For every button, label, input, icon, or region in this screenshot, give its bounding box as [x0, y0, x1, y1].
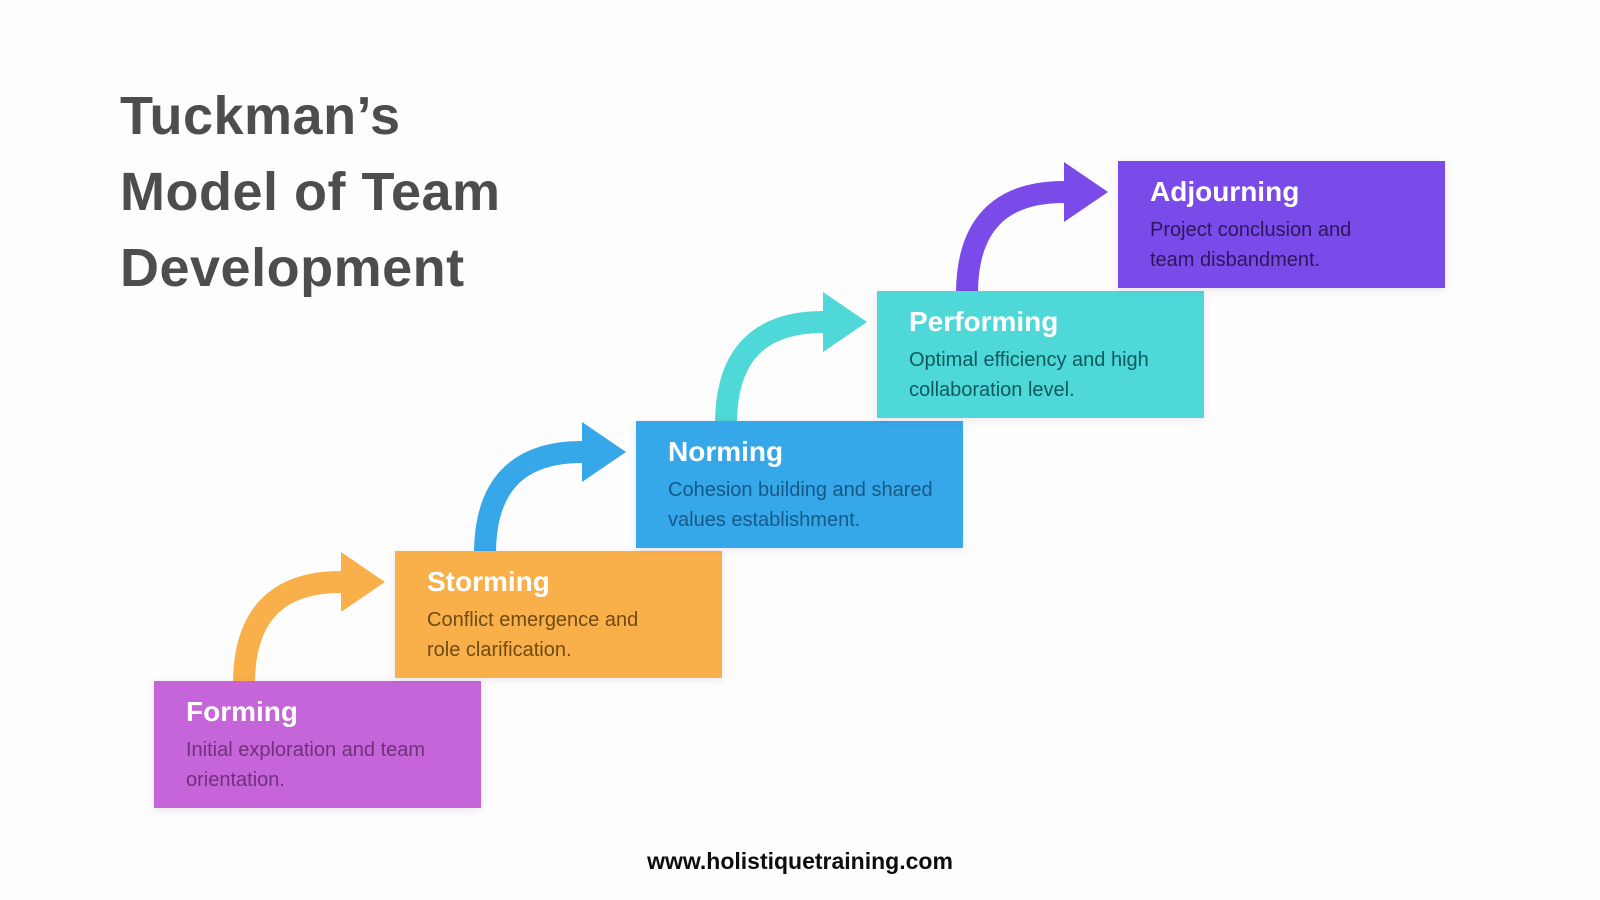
- footer-website-url: www.holistiquetraining.com: [647, 848, 953, 874]
- stage-description-performing: Optimal efficiency and high collaboratio…: [909, 349, 1149, 401]
- curved-arrow-to-performing-icon: [715, 292, 867, 435]
- stage-card-storming: Storming Conflict emergence and role cla…: [395, 551, 722, 678]
- curved-arrow-to-adjourning-icon: [956, 162, 1108, 305]
- stage-title-forming: Forming: [186, 696, 298, 727]
- stage-title-adjourning: Adjourning: [1150, 176, 1300, 207]
- curved-arrow-to-norming-icon: [474, 422, 626, 565]
- stage-description-storming: Conflict emergence and role clarificatio…: [427, 609, 639, 661]
- page-title: Tuckman’s Model of Team Development: [120, 86, 501, 298]
- stage-title-norming: Norming: [668, 436, 784, 467]
- stage-card-forming: Forming Initial exploration and team ori…: [154, 681, 481, 808]
- stage-title-storming: Storming: [427, 566, 550, 597]
- stage-description-adjourning: Project conclusion and team disbandment.: [1150, 219, 1352, 271]
- stage-description-forming: Initial exploration and team orientation…: [186, 739, 426, 791]
- stage-title-performing: Performing: [909, 306, 1059, 337]
- stage-card-performing: Performing Optimal efficiency and high c…: [877, 291, 1204, 418]
- curved-arrow-to-storming-icon: [233, 552, 385, 695]
- stage-card-adjourning: Adjourning Project conclusion and team d…: [1118, 161, 1445, 288]
- stage-card-norming: Norming Cohesion building and shared val…: [636, 421, 963, 548]
- stage-description-norming: Cohesion building and shared values esta…: [668, 479, 933, 531]
